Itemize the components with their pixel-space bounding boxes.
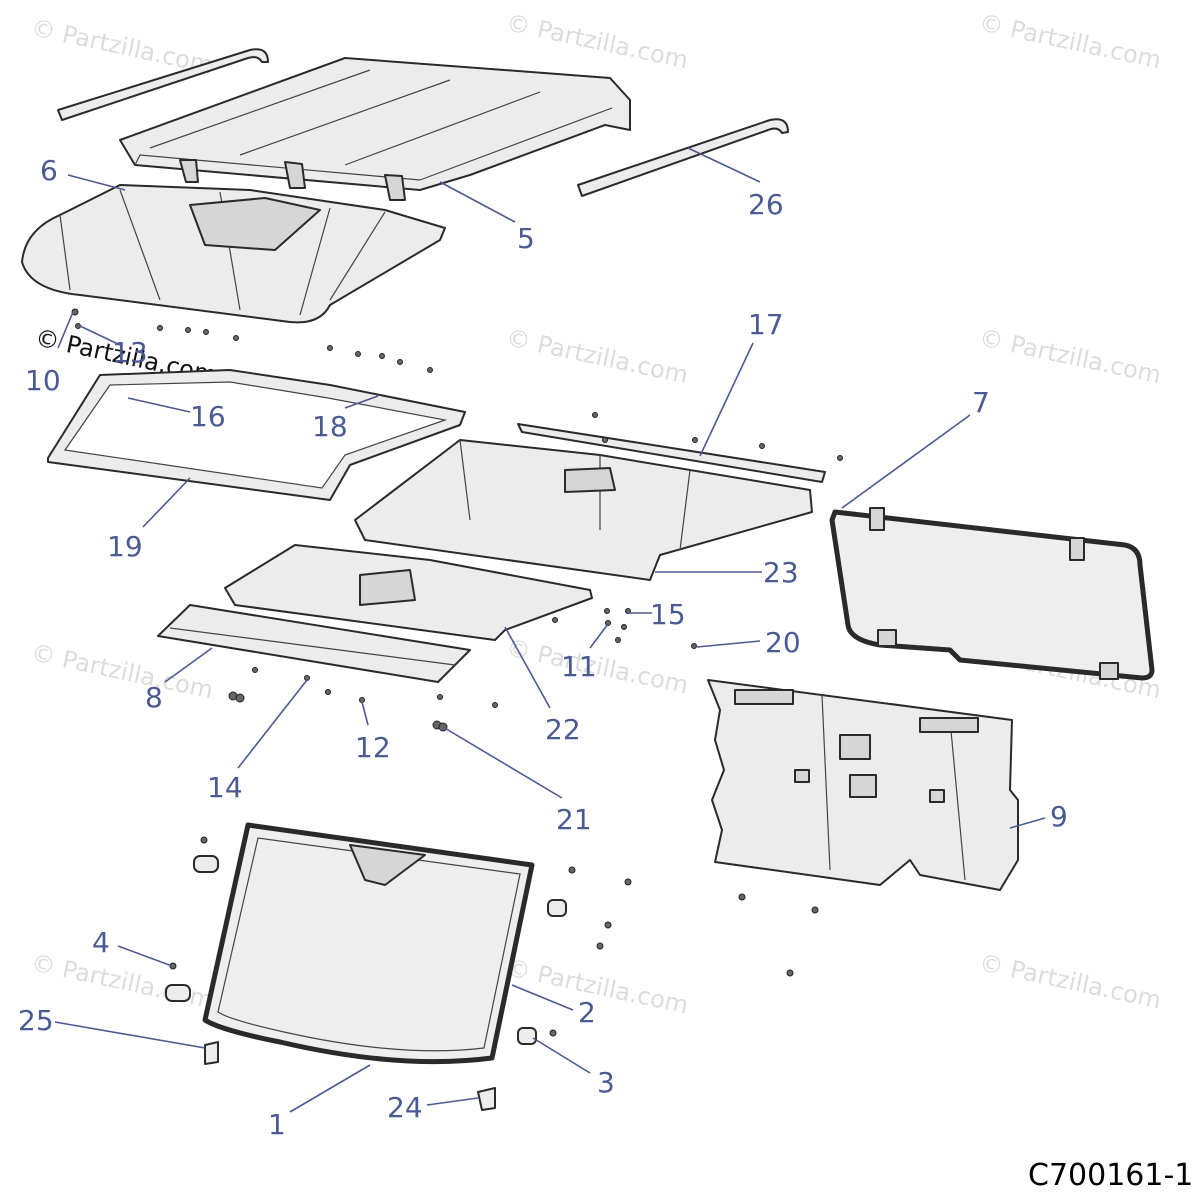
callout-19[interactable]: 19 bbox=[107, 530, 143, 563]
part-8-bracket[interactable] bbox=[157, 604, 471, 683]
leader-lines bbox=[54, 147, 1046, 1113]
callout-labels: 1 2 3 4 5 6 7 8 9 10 11 12 13 14 15 16 1… bbox=[18, 154, 1068, 1141]
watermark: © Partzilla.com bbox=[977, 948, 1164, 1014]
part-19-window-frame[interactable] bbox=[47, 369, 466, 501]
part-9-rear-panel[interactable] bbox=[707, 679, 1019, 891]
part-1-windshield[interactable] bbox=[202, 822, 535, 1065]
watermark: © Partzilla.com bbox=[504, 953, 691, 1019]
callout-18[interactable]: 18 bbox=[312, 410, 348, 443]
callout-24[interactable]: 24 bbox=[387, 1091, 423, 1124]
watermark: © Partzilla.com bbox=[29, 638, 216, 704]
callout-3[interactable]: 3 bbox=[597, 1066, 615, 1099]
callout-9[interactable]: 9 bbox=[1050, 800, 1068, 833]
callout-10[interactable]: 10 bbox=[25, 364, 61, 397]
watermark: © Partzilla.com bbox=[977, 323, 1164, 389]
callout-8[interactable]: 8 bbox=[145, 681, 163, 714]
callout-11[interactable]: 11 bbox=[561, 650, 597, 683]
callout-2[interactable]: 2 bbox=[578, 996, 596, 1029]
part-6-headliner[interactable] bbox=[21, 184, 446, 324]
part-23-tray[interactable] bbox=[354, 439, 813, 581]
callout-14[interactable]: 14 bbox=[207, 771, 243, 804]
watermark: © Partzilla.com bbox=[504, 633, 691, 699]
callout-4[interactable]: 4 bbox=[92, 926, 110, 959]
callout-21[interactable]: 21 bbox=[556, 803, 592, 836]
watermark: © Partzilla.com bbox=[504, 323, 691, 389]
watermark: © Partzilla.com bbox=[977, 8, 1164, 74]
callout-20[interactable]: 20 bbox=[765, 626, 801, 659]
part-5-roof-panel[interactable] bbox=[119, 57, 631, 201]
callout-15[interactable]: 15 bbox=[650, 598, 686, 631]
callout-17[interactable]: 17 bbox=[748, 308, 784, 341]
callout-13[interactable]: 13 bbox=[112, 336, 148, 369]
callout-25[interactable]: 25 bbox=[18, 1004, 54, 1037]
callout-23[interactable]: 23 bbox=[763, 556, 799, 589]
callout-22[interactable]: 22 bbox=[545, 713, 581, 746]
watermark: © Partzilla.com bbox=[29, 948, 216, 1014]
callout-12[interactable]: 12 bbox=[355, 731, 391, 764]
part-26-trim-strip-right[interactable] bbox=[577, 118, 789, 197]
part-22-tray[interactable] bbox=[224, 544, 593, 641]
callout-26[interactable]: 26 bbox=[748, 188, 784, 221]
callout-16[interactable]: 16 bbox=[190, 400, 226, 433]
watermark: © Partzilla.com bbox=[504, 8, 691, 74]
callout-6[interactable]: 6 bbox=[40, 154, 58, 187]
callout-7[interactable]: 7 bbox=[972, 386, 990, 419]
figure-code: C700161-1 bbox=[1028, 1158, 1193, 1193]
part-26-trim-strip-left[interactable] bbox=[57, 48, 269, 121]
hardware-fasteners bbox=[71, 308, 843, 1111]
part-17-rail[interactable] bbox=[517, 423, 826, 483]
callout-1[interactable]: 1 bbox=[268, 1108, 286, 1141]
callout-5[interactable]: 5 bbox=[517, 222, 535, 255]
part-7-rear-glass[interactable] bbox=[829, 507, 1155, 681]
